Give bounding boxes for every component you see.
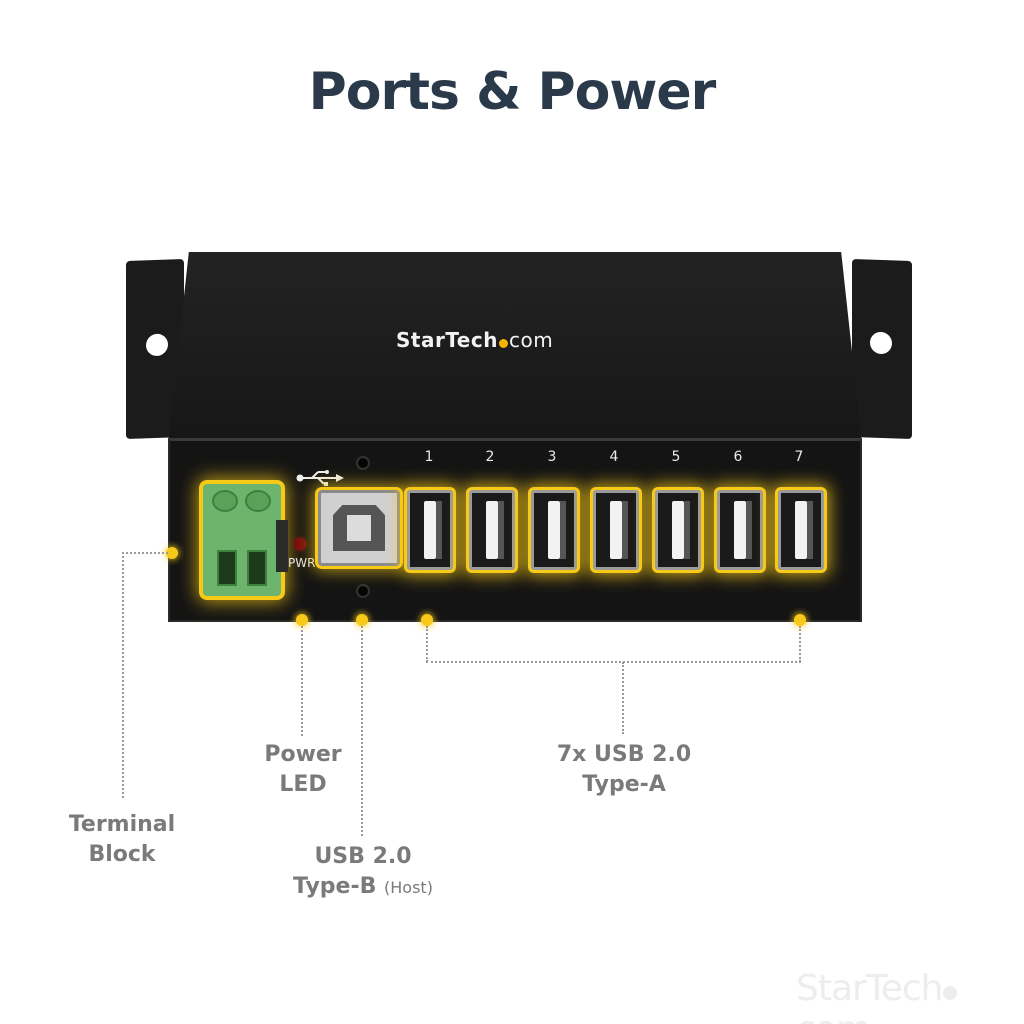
screw-icon bbox=[245, 490, 271, 512]
usb-symbol-icon bbox=[296, 470, 344, 486]
screw-hole bbox=[356, 456, 370, 470]
callout-dot-usb-b bbox=[356, 614, 368, 626]
screw-icon bbox=[212, 490, 238, 512]
callout-line bbox=[122, 552, 168, 554]
port-number-1: 1 bbox=[424, 449, 434, 465]
port-number-2: 2 bbox=[485, 449, 495, 465]
label-terminal-block: Terminal Block bbox=[68, 812, 176, 867]
mounting-hole bbox=[870, 331, 892, 355]
label-usb-type-b: USB 2.0 Type-B (Host) bbox=[293, 844, 433, 899]
usb-type-a-port-1 bbox=[407, 490, 453, 570]
terminal-block-housing bbox=[276, 520, 288, 572]
screw-hole bbox=[356, 584, 370, 598]
callout-line bbox=[361, 626, 363, 836]
callout-line bbox=[426, 626, 428, 662]
usb-type-a-port-3 bbox=[531, 490, 577, 570]
port-number-7: 7 bbox=[794, 449, 804, 465]
usb-type-b-port bbox=[318, 490, 400, 566]
port-number-5: 5 bbox=[671, 449, 681, 465]
hub-top-cover bbox=[168, 252, 862, 444]
wire-slot bbox=[217, 550, 237, 586]
power-led bbox=[294, 538, 306, 550]
callout-line bbox=[426, 661, 801, 663]
terminal-block bbox=[203, 484, 281, 596]
pwr-label: PWR bbox=[288, 556, 316, 570]
usb-type-a-port-5 bbox=[655, 490, 701, 570]
usb-type-a-port-2 bbox=[469, 490, 515, 570]
mounting-hole bbox=[146, 333, 168, 357]
usb-type-a-port-7 bbox=[778, 490, 824, 570]
label-usb-type-a: 7x USB 2.0 Type-A bbox=[556, 742, 692, 797]
callout-line bbox=[799, 626, 801, 662]
callout-dot-terminal-block bbox=[166, 547, 178, 559]
wire-slot bbox=[247, 550, 267, 586]
port-number-6: 6 bbox=[733, 449, 743, 465]
callout-dot-usb-a-right bbox=[794, 614, 806, 626]
callout-line bbox=[622, 662, 624, 734]
mounting-bracket-right bbox=[852, 258, 912, 440]
label-power-led: Power LED bbox=[264, 742, 342, 797]
callout-line bbox=[301, 626, 303, 736]
callout-dot-power-led bbox=[296, 614, 308, 626]
port-number-4: 4 bbox=[609, 449, 619, 465]
port-number-3: 3 bbox=[547, 449, 557, 465]
callout-dot-usb-a-left bbox=[421, 614, 433, 626]
usb-type-a-port-4 bbox=[593, 490, 639, 570]
callout-line bbox=[122, 552, 124, 798]
page-title: Ports & Power bbox=[308, 62, 717, 122]
usb-type-a-port-6 bbox=[717, 490, 763, 570]
